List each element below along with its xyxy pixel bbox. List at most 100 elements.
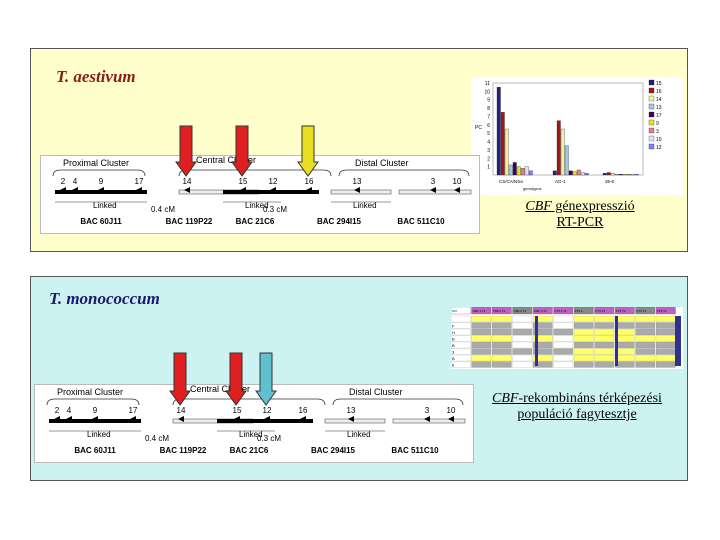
bar (572, 171, 577, 176)
bar (580, 172, 585, 176)
table-caption: CBF-rekombináns térképezési populáció fa… (471, 391, 683, 423)
table-cell (635, 322, 656, 329)
table-cell (512, 322, 533, 329)
table-cell (553, 348, 574, 355)
table-cell (471, 328, 492, 336)
tick-label: 1 (487, 165, 490, 171)
table-side-bar (675, 316, 681, 366)
linked-label: Linked (239, 430, 263, 439)
cluster-bracket (338, 169, 470, 177)
gene-label: 13 (347, 406, 356, 415)
bar (626, 174, 631, 176)
legend-label: 12 (656, 145, 662, 151)
caption-rest: -rekombináns térképezési (518, 391, 662, 406)
bar (496, 87, 501, 176)
gene-label: 15 (239, 177, 248, 186)
cluster-label: Central Cluster (190, 385, 250, 394)
legend-swatch (648, 87, 655, 94)
table-header-text: CBF 3 T1 (534, 309, 547, 313)
table-cell (553, 315, 574, 323)
table-cell (635, 341, 656, 349)
table-cell (635, 315, 656, 323)
gene-label: 10 (453, 177, 462, 186)
table-cell (491, 335, 512, 342)
legend-swatch (648, 103, 655, 110)
table-row-label: F (452, 324, 455, 329)
table-header-text: CBF-2 T1 (514, 309, 527, 313)
gene-marker (178, 416, 184, 422)
tick-label: 11 (485, 81, 490, 87)
bar (500, 112, 505, 176)
bar (504, 128, 509, 176)
table-cell (471, 322, 492, 329)
table-header-text: FT4 T1 (596, 309, 606, 313)
bar (576, 169, 581, 176)
bar (568, 170, 573, 176)
table-cell (553, 354, 574, 362)
table-row-label: H (452, 330, 455, 335)
table-cell (450, 315, 471, 323)
table-cell (594, 361, 615, 368)
bac-label: BAC 511C10 (397, 217, 445, 226)
table-row-label: B (452, 356, 455, 361)
gene-marker (348, 416, 354, 422)
table-cell (491, 341, 512, 349)
tick-label: 3 (487, 148, 490, 154)
table-cell (450, 348, 471, 355)
gene-marker (136, 187, 142, 193)
table-header-cell (635, 306, 656, 315)
tick-label: 2 (487, 156, 490, 162)
gene-marker (306, 187, 312, 193)
legend-label: 15 (656, 81, 662, 87)
cluster-bracket (172, 398, 326, 406)
table-header-cell (594, 306, 615, 315)
table-cell (635, 348, 656, 355)
gene-marker (92, 416, 98, 422)
table-header-cell (573, 306, 594, 315)
table-cell (491, 354, 512, 362)
gene-marker (60, 187, 66, 193)
gene-marker (454, 187, 460, 193)
gene-marker (234, 416, 240, 422)
bac-label: BAC 119P22 (160, 446, 207, 455)
table-cell (573, 315, 594, 323)
legend-label: 16 (656, 89, 662, 95)
bac-label: BAC 60J11 (74, 446, 116, 455)
bac-label: BAC 511C10 (391, 446, 439, 455)
gene-marker (72, 187, 78, 193)
table-cell (553, 335, 574, 342)
table-header-cell (655, 306, 676, 315)
caption-line2: RT-PCR (556, 215, 604, 230)
table-header-text: FT4 T1 (637, 309, 647, 313)
table-cell (450, 335, 471, 342)
legend-swatch (648, 79, 655, 86)
legend-swatch (648, 95, 655, 102)
gene-label: 14 (177, 406, 186, 415)
gene-label: 3 (425, 406, 430, 415)
table-cell (594, 348, 615, 355)
panel-title: T. monococcum (49, 289, 160, 308)
distance-label: 0.4 cM (145, 434, 169, 443)
x-tick-label: CS/CA/NSa (499, 179, 523, 184)
bar (560, 128, 565, 176)
caption-italic: CBF (492, 391, 519, 406)
bac-label: BAC 294I15 (317, 217, 362, 226)
gene-label: 10 (447, 406, 456, 415)
gene-label: 2 (55, 406, 60, 415)
gene-label: 17 (129, 406, 138, 415)
linked-label: Linked (353, 201, 377, 210)
bac-label: BAC 60J11 (80, 217, 122, 226)
table-header-cell (450, 306, 471, 315)
table-header-cell (532, 306, 553, 315)
table-cell (655, 315, 676, 323)
bar (634, 174, 639, 176)
table-cell (471, 361, 492, 368)
bac-label: BAC 21C6 (236, 217, 275, 226)
table-header-text: CBF 1 T1 (473, 309, 486, 313)
